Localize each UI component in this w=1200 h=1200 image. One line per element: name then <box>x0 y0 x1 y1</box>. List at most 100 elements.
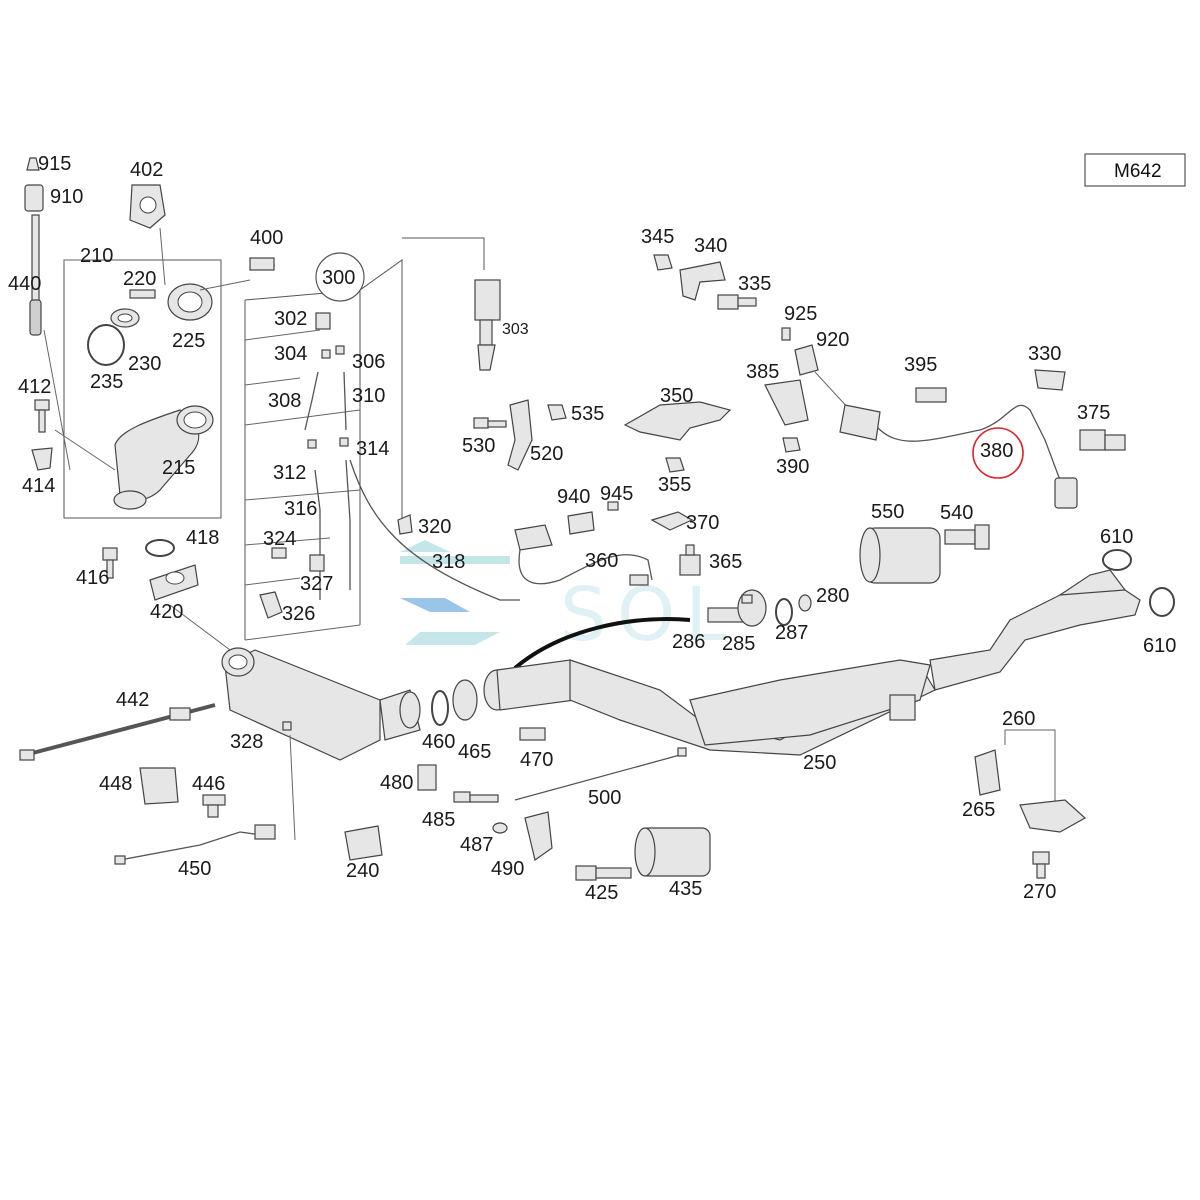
label-306: 306 <box>352 351 385 373</box>
label-910: 910 <box>50 186 83 208</box>
label-320: 320 <box>418 516 451 538</box>
small-hoses <box>304 312 520 601</box>
label-470: 470 <box>520 749 553 771</box>
label-210: 210 <box>80 245 113 267</box>
clamps-610 <box>1102 549 1175 617</box>
label-235: 235 <box>90 371 123 393</box>
label-435: 435 <box>669 878 702 900</box>
label-485: 485 <box>422 809 455 831</box>
clamp-240 <box>344 825 383 861</box>
label-400: 400 <box>250 227 283 249</box>
label-915: 915 <box>38 153 71 175</box>
label-375: 375 <box>1077 402 1110 424</box>
sensor-920 <box>781 327 1061 481</box>
bracket-520 <box>473 399 567 471</box>
label-250: 250 <box>803 752 836 774</box>
label-446: 446 <box>192 773 225 795</box>
label-350: 350 <box>660 385 693 407</box>
label-355: 355 <box>658 474 691 496</box>
label-287: 287 <box>775 622 808 644</box>
label-925: 925 <box>784 303 817 325</box>
label-440: 440 <box>8 273 41 295</box>
label-260: 260 <box>1002 708 1035 730</box>
label-280: 280 <box>816 585 849 607</box>
label-945: 945 <box>600 483 633 505</box>
label-285: 285 <box>722 633 755 655</box>
label-370: 370 <box>686 512 719 534</box>
callout-labels: 915 910 440 402 210 220 400 225 230 235 … <box>8 153 1176 904</box>
label-460: 460 <box>422 731 455 753</box>
label-326: 326 <box>282 603 315 625</box>
model-box: M642 <box>1084 153 1186 187</box>
ring-418-bracket-420 <box>102 539 231 651</box>
highlight-circle <box>972 427 1024 479</box>
label-302: 302 <box>274 308 307 330</box>
label-340: 340 <box>694 235 727 257</box>
clamp-330-375 <box>1034 369 1126 451</box>
elbow-215 <box>113 405 214 510</box>
label-530: 530 <box>462 435 495 457</box>
label-940: 940 <box>557 486 590 508</box>
label-390: 390 <box>776 456 809 478</box>
label-550: 550 <box>871 501 904 523</box>
label-220: 220 <box>123 268 156 290</box>
label-480: 480 <box>380 772 413 794</box>
label-312: 312 <box>273 462 306 484</box>
rod-442 <box>19 703 216 761</box>
label-412: 412 <box>18 376 51 398</box>
flange-225 <box>87 257 276 366</box>
label-418: 418 <box>186 527 219 549</box>
label-535: 535 <box>571 403 604 425</box>
clips-320-326 <box>259 514 413 619</box>
label-335: 335 <box>738 273 771 295</box>
bracket-385 <box>764 379 809 453</box>
group-300 <box>315 252 365 302</box>
label-520: 520 <box>530 443 563 465</box>
muffler-250 <box>569 569 1141 756</box>
connector-940 <box>514 501 694 586</box>
damper-550 <box>859 524 990 584</box>
label-345: 345 <box>641 226 674 248</box>
model-code: M642 <box>1114 161 1162 182</box>
label-365: 365 <box>709 551 742 573</box>
damper-435 <box>575 827 711 881</box>
label-380: 380 <box>980 440 1013 462</box>
label-540: 540 <box>940 502 973 524</box>
sensor-380-tip <box>1054 477 1078 509</box>
label-360: 360 <box>585 550 618 572</box>
label-416: 416 <box>76 567 109 589</box>
bolt-412 <box>31 399 116 471</box>
label-308: 308 <box>268 390 301 412</box>
label-487: 487 <box>460 834 493 856</box>
label-310: 310 <box>352 385 385 407</box>
label-265: 265 <box>962 799 995 821</box>
label-300: 300 <box>322 267 355 289</box>
label-330: 330 <box>1028 343 1061 365</box>
front-pipe <box>379 659 576 741</box>
group-frames <box>63 237 485 641</box>
bracket-340 <box>653 254 757 310</box>
clamp-365 <box>679 544 701 576</box>
label-920: 920 <box>816 329 849 351</box>
label-215: 215 <box>162 457 195 479</box>
label-270: 270 <box>1023 881 1056 903</box>
particulate-filter-328 <box>221 647 381 841</box>
label-448: 448 <box>99 773 132 795</box>
sensor-440 <box>24 157 71 471</box>
label-318: 318 <box>432 551 465 573</box>
label-385: 385 <box>746 361 779 383</box>
valve-303 <box>474 279 501 371</box>
label-303: 303 <box>502 321 529 338</box>
clip-395 <box>915 387 947 403</box>
label-240: 240 <box>346 860 379 882</box>
label-395: 395 <box>904 354 937 376</box>
hanger-260 <box>974 729 1087 879</box>
label-414: 414 <box>22 475 55 497</box>
label-442: 442 <box>116 689 149 711</box>
brackets-480-490 <box>417 764 553 862</box>
cable-500 <box>514 747 687 801</box>
watermark-text: SOL <box>560 572 736 658</box>
label-610-top: 610 <box>1100 526 1133 548</box>
